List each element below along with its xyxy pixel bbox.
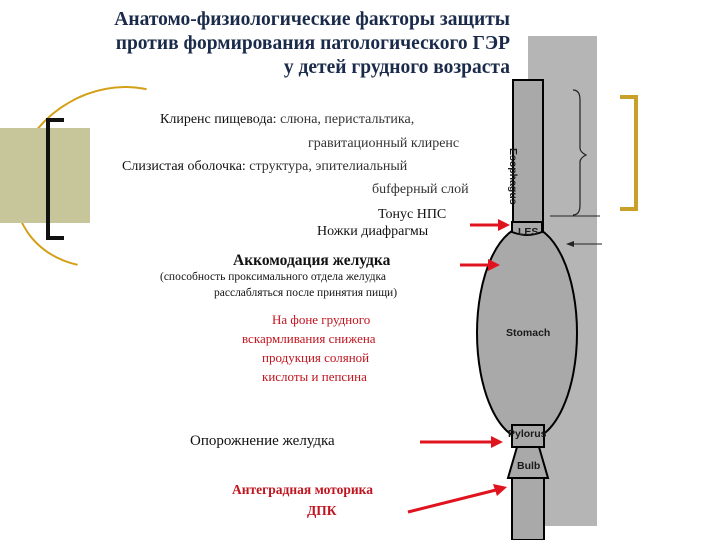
duodenum-label: ДПК	[307, 503, 337, 518]
mucosa-label: Слизистая оболочка:	[122, 159, 246, 174]
esophagus-label: Esophagus	[507, 148, 519, 205]
clearance-row: Клиренс пищевода: слюна, перистальтика,	[160, 111, 414, 129]
measure-arrowhead	[566, 241, 574, 247]
arrow-accommodation-head	[488, 259, 500, 271]
left-bracket	[46, 118, 64, 240]
page-title: Анатомо-физиологические факторы защиты п…	[10, 8, 510, 80]
diaphragm-label: Ножки диафрагмы	[317, 224, 429, 239]
decorative-block	[0, 128, 90, 223]
arrow-les-head	[498, 219, 510, 231]
title-line: против формирования патологического ГЭР	[115, 33, 510, 54]
bulb-label: Bulb	[517, 460, 541, 472]
stomach-label: Stomach	[506, 327, 551, 339]
title-line: у детей грудного возраста	[283, 57, 510, 78]
mucosa-text: бufферный слой	[372, 182, 469, 197]
duodenum-shape	[511, 477, 545, 540]
les-shape	[511, 221, 543, 236]
accommodation-note: (способность проксимального отдела желуд…	[160, 271, 387, 283]
accommodation-note: расслабляться после принятия пищи)	[214, 287, 398, 299]
accommodation-label: Аккомодация желудка	[233, 252, 391, 269]
les-tone-label: Тонус НПС	[378, 207, 447, 222]
breastfeeding-note: кислоты и пепсина	[262, 369, 367, 384]
esophagus-brace	[572, 89, 588, 216]
arrow-duodenum	[407, 488, 497, 514]
les-label: LES	[518, 226, 539, 238]
antegrade-motility-label: Антеградная моторика	[232, 482, 373, 497]
mucosa-row: Слизистая оболочка: структура, эпителиал…	[122, 158, 407, 176]
clearance-text: слюна, перистальтика,	[280, 112, 415, 127]
breastfeeding-note: вскармливания снижена	[242, 331, 376, 346]
arrow-duodenum-head	[493, 484, 507, 496]
breastfeeding-note: продукция соляной	[262, 350, 370, 365]
pylorus-label: Pylorus	[508, 428, 547, 440]
right-bracket	[620, 95, 638, 211]
mucosa-text: структура, эпителиальный	[249, 159, 408, 174]
bulb-shape	[506, 446, 550, 479]
clearance-text: гравитационный клиренс	[308, 136, 460, 151]
title-line: Анатомо-физиологические факторы защиты	[114, 9, 510, 30]
gastric-emptying-label: Опорожнение желудка	[190, 433, 335, 449]
background-strip-gap	[597, 36, 607, 526]
clearance-label: Клиренс пищевода:	[160, 112, 277, 127]
breastfeeding-note: На фоне грудного	[272, 312, 371, 327]
arrow-emptying-head	[491, 436, 503, 448]
